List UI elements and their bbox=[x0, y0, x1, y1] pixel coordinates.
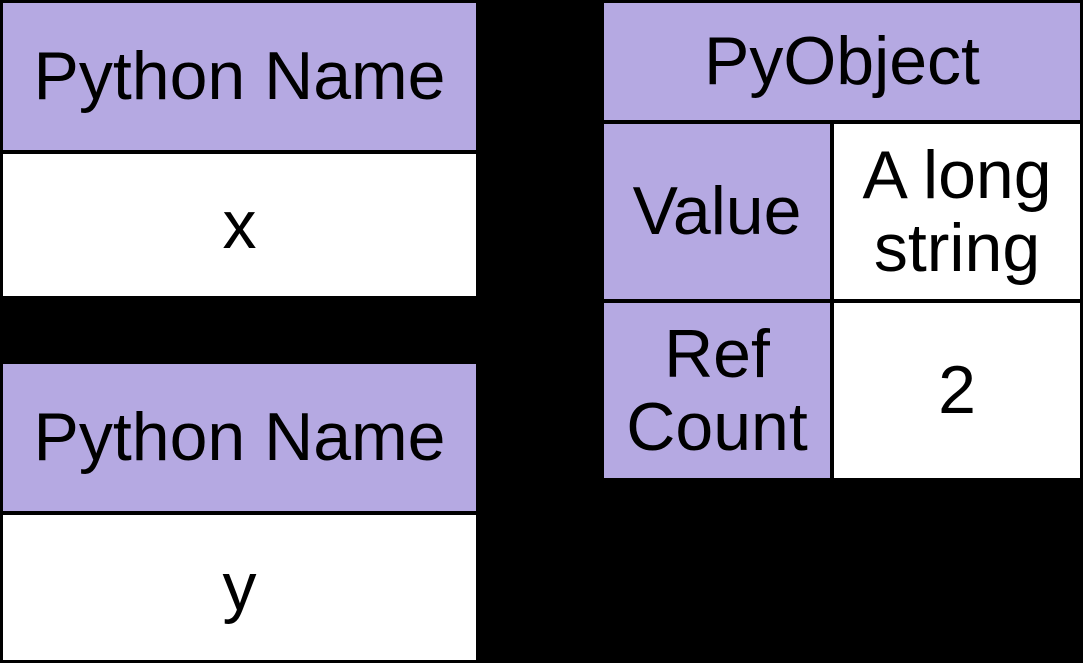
pyobject-refcount-cell: 2 bbox=[834, 303, 1080, 478]
pyobject-value-cell: A long string bbox=[834, 124, 1080, 299]
python-name-table-x: Python Name x bbox=[0, 0, 479, 299]
python-name-value-y: y bbox=[3, 515, 476, 660]
python-name-value-x: x bbox=[3, 154, 476, 296]
pyobject-table: PyObject Value A long string Ref Count 2 bbox=[601, 0, 1083, 481]
python-name-header-y: Python Name bbox=[3, 364, 476, 511]
python-name-header-x: Python Name bbox=[3, 3, 476, 150]
pyobject-refcount-label: Ref Count bbox=[604, 303, 830, 478]
pyobject-value-label: Value bbox=[604, 124, 830, 299]
pyobject-title: PyObject bbox=[604, 3, 1080, 120]
python-name-table-y: Python Name y bbox=[0, 361, 479, 663]
